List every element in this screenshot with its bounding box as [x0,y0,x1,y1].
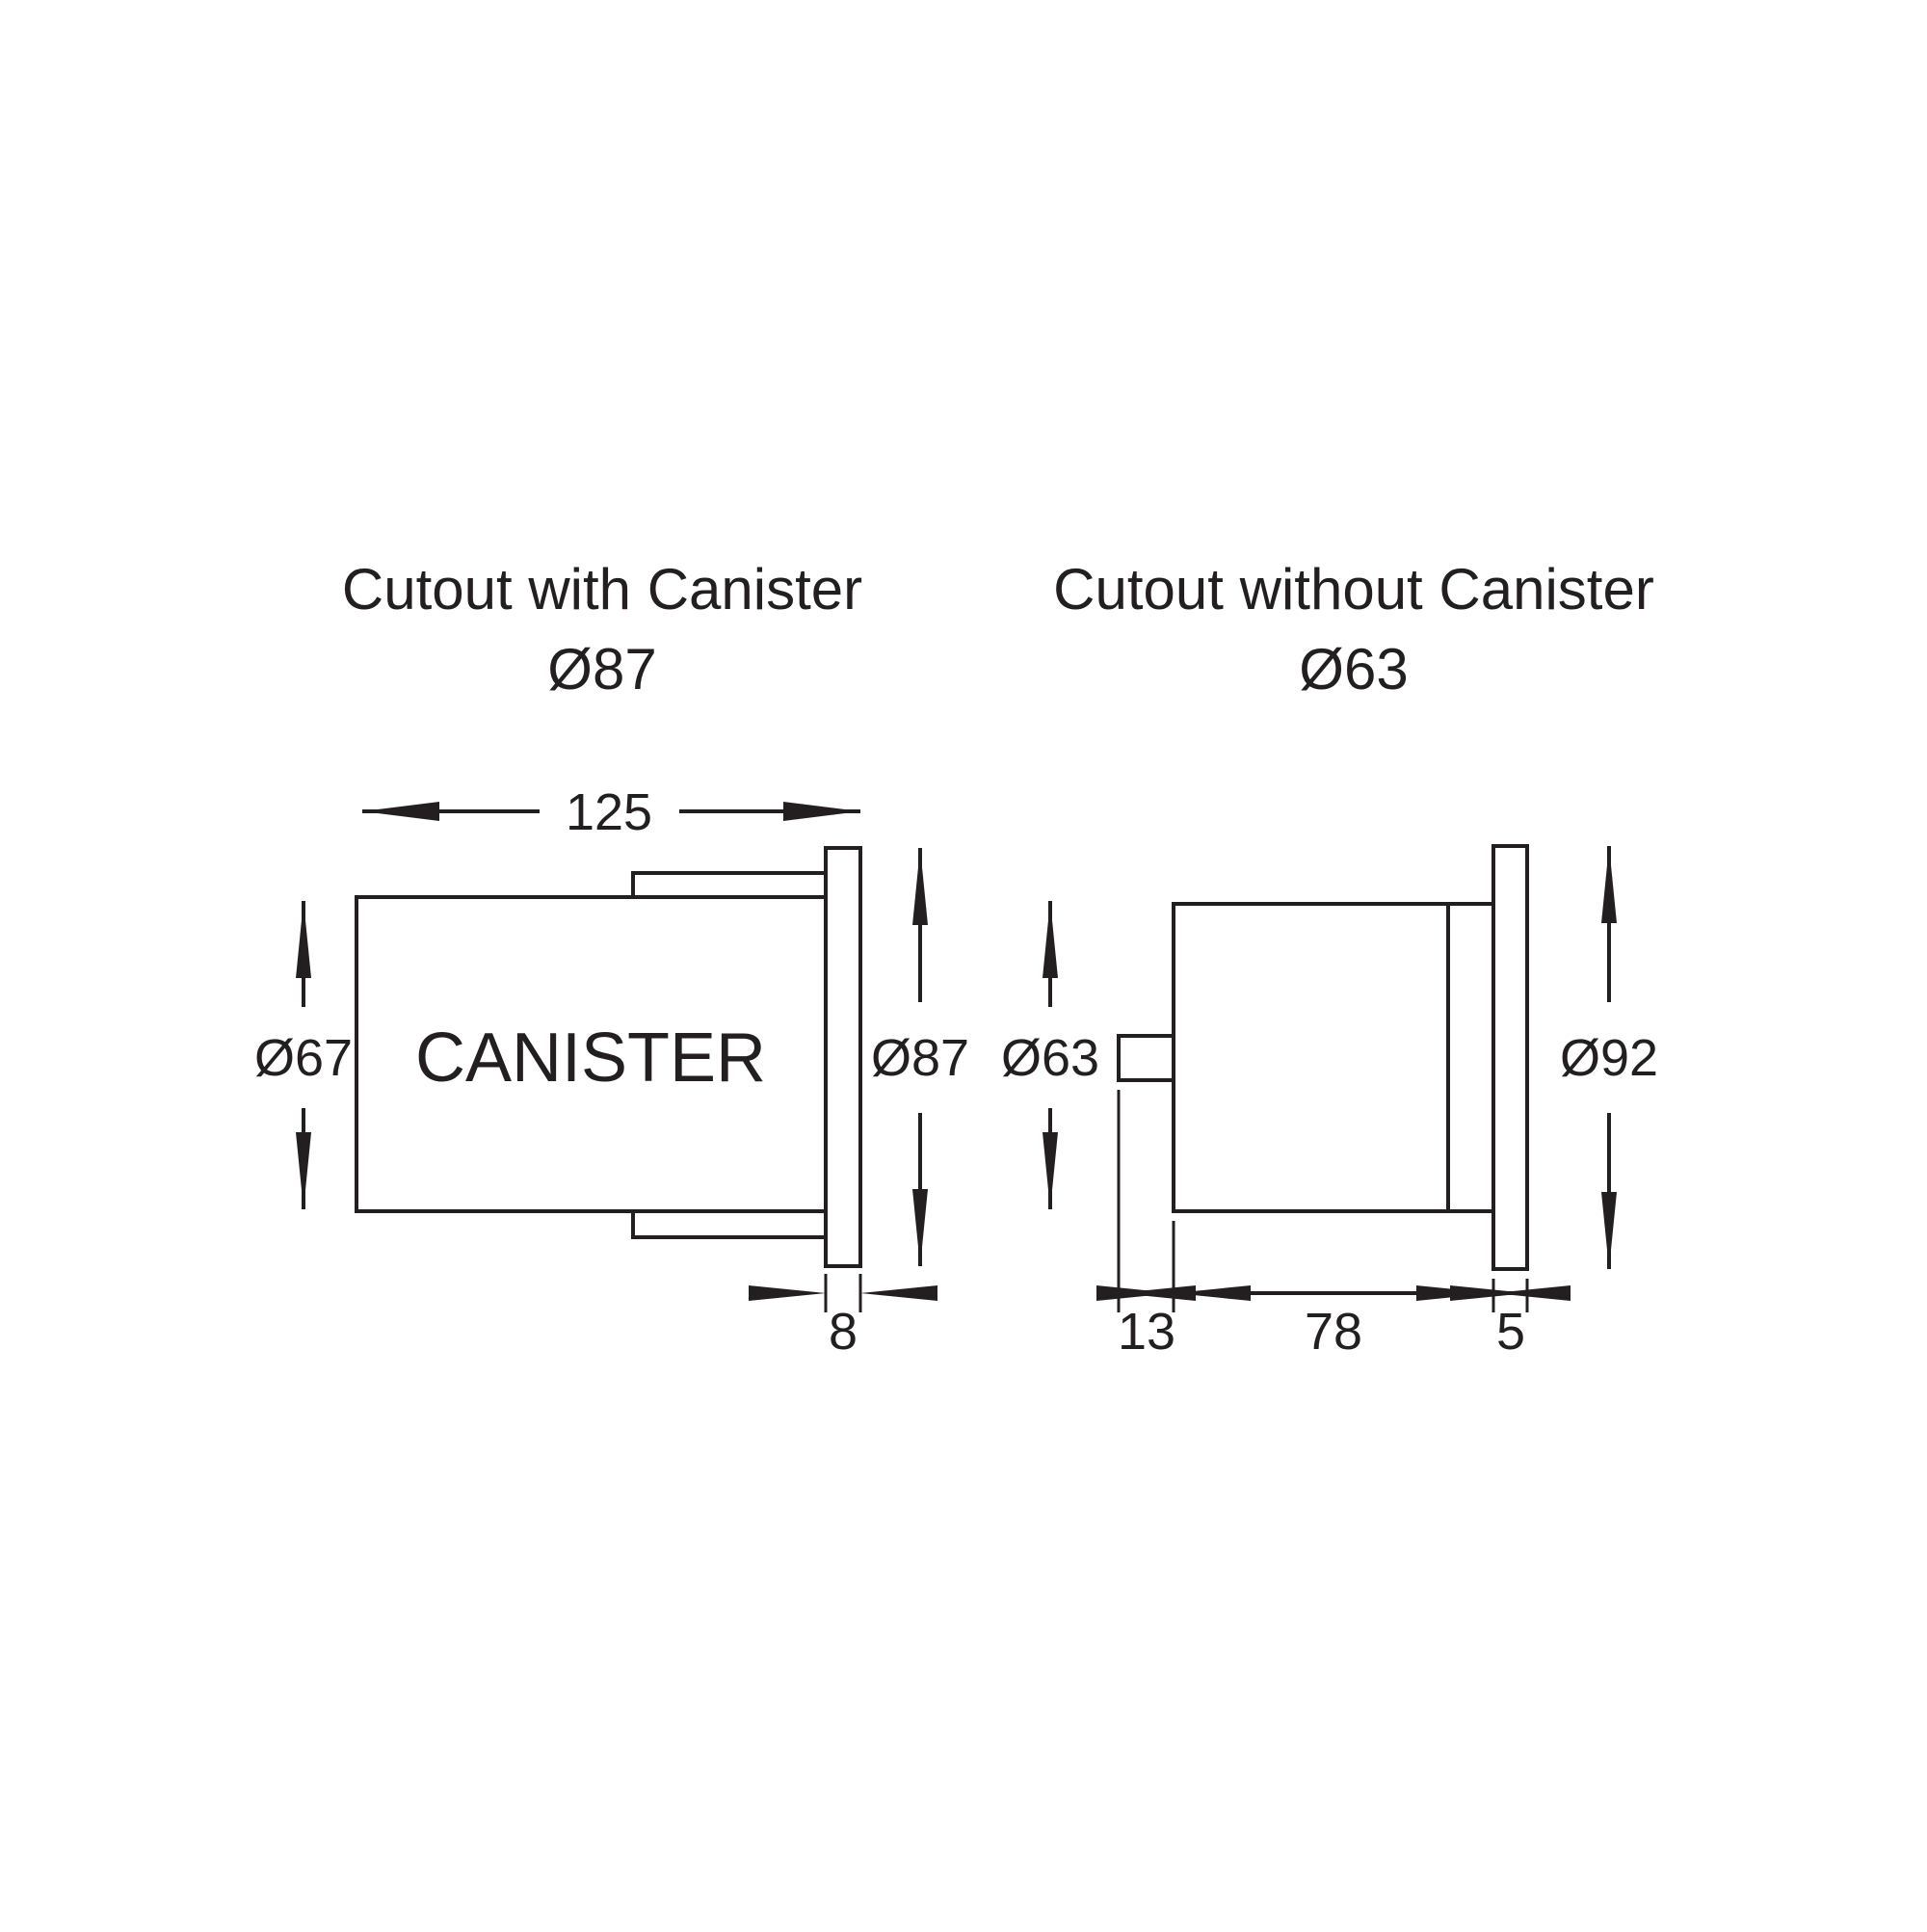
left-view: Cutout with Canister Ø87 125 CANISTER [254,557,969,1361]
arrow-up-icon [296,901,311,978]
fixture-body [1172,902,1495,1213]
arrow-up-icon [1601,846,1617,923]
arrow-left-icon [1174,1285,1251,1301]
canister-bottom-tab [631,1209,828,1239]
dimension-flange-thickness-8: 8 [749,1274,937,1361]
dimension-body-diameter-label: Ø67 [254,1029,353,1087]
right-view: Cutout without Canister Ø63 Ø63 [1001,557,1658,1361]
dimension-flange-thickness-label: 8 [829,1303,858,1361]
arrow-left-icon [1493,1285,1571,1301]
dimension-body-depth-label: 78 [1305,1303,1362,1361]
arrow-right-icon [749,1285,826,1301]
dimension-flange-diameter-87: Ø87 [871,848,969,1266]
arrow-up-icon [1043,901,1058,978]
dimension-body-diameter-label: Ø63 [1001,1029,1099,1087]
left-view-title: Cutout with Canister [342,557,862,622]
arrow-down-icon [1601,1192,1617,1269]
arrow-right-icon [783,802,860,821]
fixture-geometry [1117,844,1529,1271]
arrow-left-icon [362,802,439,821]
dimension-body-diameter-63: Ø63 [1001,901,1099,1209]
arrow-right-icon [1096,1285,1174,1301]
right-view-cutout-diameter: Ø63 [1299,637,1408,701]
arrow-left-icon [860,1285,937,1301]
dimension-flange-diameter-label: Ø87 [871,1029,969,1087]
arrow-down-icon [1043,1132,1058,1209]
dimension-body-diameter-67: Ø67 [254,901,353,1209]
extension-lines [1117,1090,1529,1312]
dimension-rear-depth-label: 13 [1118,1303,1175,1361]
dimension-depths: 13 78 5 [1096,1090,1571,1361]
canister-body-label: CANISTER [415,1019,766,1097]
canister-geometry: CANISTER [355,846,862,1268]
arrow-up-icon [912,848,928,925]
dimension-flange-diameter-92: Ø92 [1560,846,1658,1269]
canister-top-tab [631,871,828,899]
left-view-cutout-diameter: Ø87 [547,637,656,701]
dimension-flange-thickness-label: 5 [1496,1303,1525,1361]
dimension-length-125: 125 [362,783,860,841]
dimension-flange-diameter-label: Ø92 [1560,1029,1658,1087]
canister-body [355,895,828,1213]
arrow-down-icon [296,1132,311,1209]
fixture-rear-connector [1117,1034,1175,1082]
right-view-title: Cutout without Canister [1053,557,1654,622]
fixture-flange [1491,844,1529,1271]
dimension-length-label: 125 [566,783,652,841]
canister-flange [824,846,862,1268]
arrow-right-icon [1450,1285,1527,1301]
arrow-down-icon [912,1189,928,1266]
